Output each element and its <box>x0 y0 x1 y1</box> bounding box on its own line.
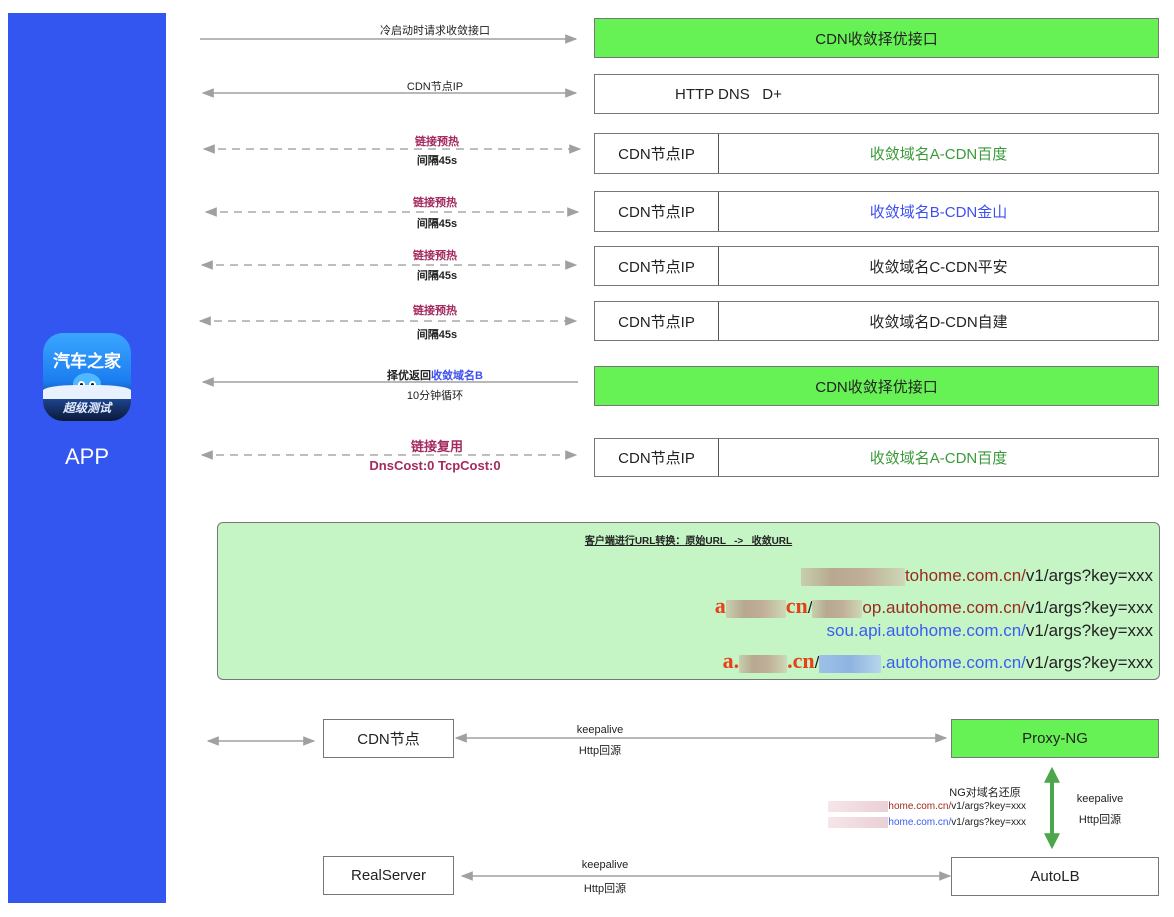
redacted-block <box>812 599 863 618</box>
cdn-node-ip-cell: CDN节点IP <box>595 439 719 476</box>
proxy-ng-box: Proxy-NG <box>951 719 1159 758</box>
domain-cell: 收敛域名C-CDN平安 <box>869 258 1008 276</box>
url-path: v1/args?key=xxx <box>951 817 1026 829</box>
converged-domain-prefix: a <box>714 593 726 618</box>
http-dns-box: HTTP DNS D+ <box>594 74 1159 114</box>
url-domain: home.com.cn/ <box>888 801 952 813</box>
url-path: v1/args?key=xxx <box>1025 598 1153 617</box>
redacted-block <box>725 599 786 618</box>
url-path: v1/args?key=xxx <box>951 801 1026 813</box>
cdn-node-ip-cell: CDN节点IP <box>595 302 719 340</box>
link-label-keepalive: keepalive <box>581 859 629 871</box>
url-domain: op.autohome.com.cn/ <box>862 598 1026 617</box>
converged-domain-prefix: a. <box>722 648 740 673</box>
app-icon-subtitle: 超级测试 <box>62 401 111 415</box>
app-label: APP <box>64 444 110 469</box>
domain-row-d: CDN节点IP 收敛域名D-CDN自建 <box>594 301 1159 341</box>
redacted-block <box>800 567 905 586</box>
domain-cell: 收敛域名A-CDN百度 <box>869 450 1008 467</box>
autolb-box: AutoLB <box>951 857 1159 896</box>
url-row: sou.api.autohome.com.cn/v1/args?key=xxx <box>827 621 1154 641</box>
flow-label-cost: DnsCost:0 TcpCost:0 <box>369 458 501 473</box>
ng-restore-title: NG对域名还原 <box>949 787 1021 799</box>
url-row: a cn/ op.autohome.com.cn/v1/args?key=xxx <box>715 593 1153 619</box>
mascot-eye-icon <box>89 381 96 388</box>
url-domain: home.com.cn/ <box>888 817 952 829</box>
converged-domain-suffix: cn <box>785 593 808 618</box>
flow-label-reuse: 链接复用 <box>410 439 463 454</box>
url-separator: / <box>814 653 820 672</box>
flow-label-domain-b: 收敛域名B <box>431 370 483 382</box>
app-icon-title: 汽车之家 <box>53 352 121 372</box>
ng-restore-row: home.com.cn/v1/args?key=xxx <box>790 817 1026 828</box>
domain-cell: 收敛域名A-CDN百度 <box>869 146 1008 163</box>
link-label-keepalive: keepalive <box>576 724 624 736</box>
domain-row-a: CDN节点IP 收敛域名A-CDN百度 <box>594 133 1159 174</box>
realserver-box: RealServer <box>323 856 454 895</box>
optimize-api-box: CDN收敛择优接口 <box>594 18 1159 58</box>
flow-label-preheat: 链接预热 <box>415 136 459 148</box>
app-icon: 汽车之家 超级测试 <box>43 333 131 421</box>
converged-domain-suffix: .cn <box>787 648 815 673</box>
flow-label-interval: 间隔45s <box>416 329 458 341</box>
flow-label-interval: 间隔45s <box>416 155 458 167</box>
cdn-node-ip-cell: CDN节点IP <box>595 192 719 231</box>
url-path: v1/args?key=xxx <box>1025 653 1153 672</box>
flow-label-optimize-return: 择优返回收敛域名B <box>360 367 510 383</box>
vertical-link-http-origin: Http回源 <box>1078 814 1122 826</box>
url-conversion-panel: 客户端进行URL转换：原始URL -> 收敛URL tohome.com.cn/… <box>217 522 1160 680</box>
optimize-api-box-return: CDN收敛择优接口 <box>594 366 1159 406</box>
flow-label-cycle: 10分钟循环 <box>406 390 464 402</box>
mascot-eye-icon <box>78 381 85 388</box>
flow-label-interval: 间隔45s <box>416 270 458 282</box>
link-label-http-origin: Http回源 <box>583 883 627 895</box>
url-path: v1/args?key=xxx <box>1025 566 1153 585</box>
url-domain: tohome.com.cn/ <box>904 566 1026 585</box>
link-label-http-origin: Http回源 <box>578 745 622 757</box>
cdn-node-box: CDN节点 <box>323 719 454 758</box>
redacted-block <box>739 654 788 673</box>
cdn-node-ip-cell: CDN节点IP <box>595 134 719 173</box>
url-panel-title: 客户端进行URL转换：原始URL -> 收敛URL <box>584 536 793 547</box>
flow-label: 冷启动时请求收敛接口 <box>380 25 490 37</box>
domain-cell: 收敛域名B-CDN金山 <box>869 204 1008 221</box>
url-domain: sou.api.autohome.com.cn/ <box>826 621 1026 640</box>
domain-row-c: CDN节点IP 收敛域名C-CDN平安 <box>594 246 1159 286</box>
cdn-node-ip-cell: CDN节点IP <box>595 247 719 285</box>
ng-restore-row: home.com.cn/v1/args?key=xxx <box>790 801 1026 812</box>
domain-row-reuse: CDN节点IP 收敛域名A-CDN百度 <box>594 438 1159 477</box>
flow-label-preheat: 链接预热 <box>413 250 457 262</box>
url-domain: .autohome.com.cn/ <box>881 653 1026 672</box>
flow-label-interval: 间隔45s <box>416 218 458 230</box>
vertical-link-keepalive: keepalive <box>1076 793 1124 805</box>
flow-label: CDN节点IP <box>406 81 464 93</box>
redacted-block <box>819 654 882 673</box>
flow-label-return-prefix: 择优返回 <box>387 370 432 382</box>
redacted-block <box>828 801 889 812</box>
url-row: a. .cn/ .autohome.com.cn/v1/args?key=xxx <box>723 648 1153 674</box>
url-separator: / <box>807 598 813 617</box>
snow-decoration <box>43 385 131 399</box>
url-path: v1/args?key=xxx <box>1025 621 1153 640</box>
domain-cell: 收敛域名D-CDN自建 <box>869 313 1008 331</box>
flow-label-preheat: 链接预热 <box>413 305 457 317</box>
url-row: tohome.com.cn/v1/args?key=xxx <box>800 566 1153 586</box>
flow-label-preheat: 链接预热 <box>413 197 457 209</box>
domain-row-b: CDN节点IP 收敛域名B-CDN金山 <box>594 191 1159 232</box>
app-sidebar <box>8 13 166 903</box>
redacted-block <box>828 817 889 828</box>
